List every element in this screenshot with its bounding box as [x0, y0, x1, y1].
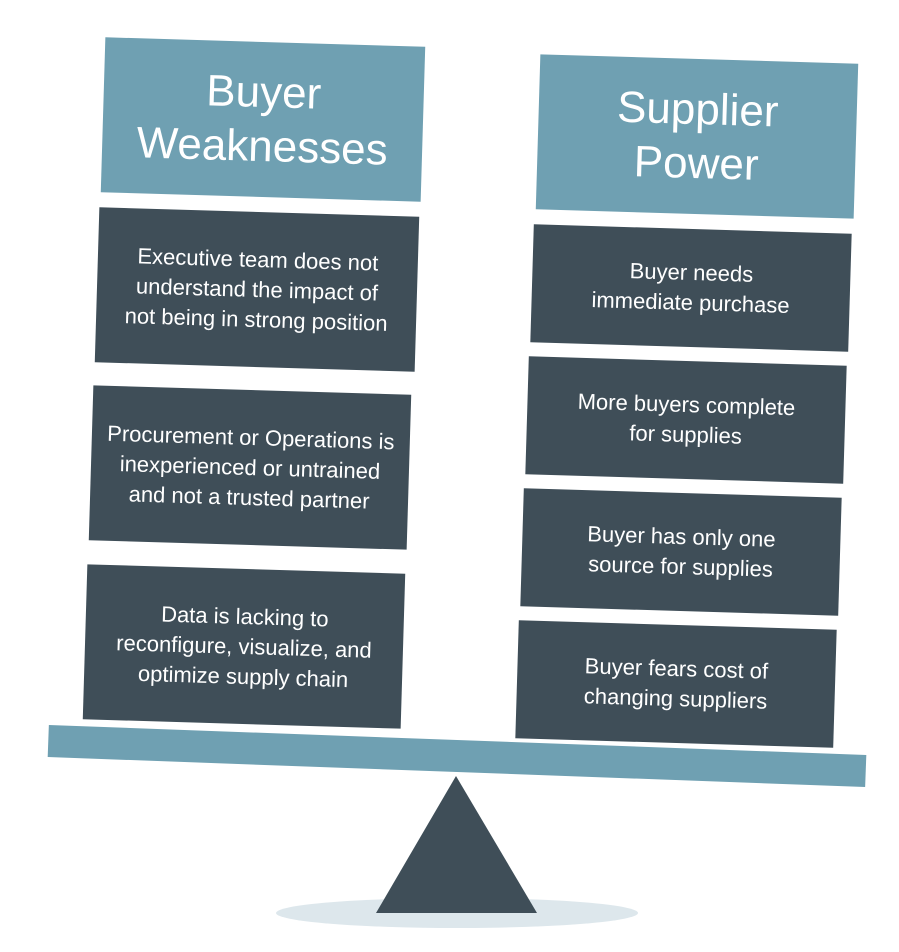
supplier-power-item: Buyer fears cost of changing suppliers — [515, 620, 837, 748]
buyer-weakness-text: Data is lacking to reconfigure, visualiz… — [115, 601, 373, 692]
supplier-power-text: Buyer fears cost of changing suppliers — [583, 653, 769, 714]
supplier-power-item: Buyer needs immediate purchase — [530, 224, 852, 352]
buyer-weakness-item: Procurement or Operations is inexperienc… — [88, 385, 412, 550]
buyer-weakness-text: Procurement or Operations is inexperienc… — [106, 420, 395, 514]
supplier-power-text: Buyer needs immediate purchase — [591, 258, 790, 318]
buyer-weakness-text: Executive team does not understand the i… — [124, 242, 388, 336]
supplier-power-item: More buyers complete for supplies — [525, 356, 847, 484]
supplier-power-text: More buyers complete for supplies — [577, 388, 796, 449]
buyer-weaknesses-header-text: Buyer Weaknesses — [135, 65, 389, 175]
buyer-weaknesses-header: Buyer Weaknesses — [100, 37, 426, 202]
buyer-weakness-item: Data is lacking to reconfigure, visualiz… — [82, 564, 406, 729]
supplier-power-text: Buyer has only one source for supplies — [586, 521, 776, 582]
supplier-power-item: Buyer has only one source for supplies — [520, 488, 842, 616]
buyer-weakness-item: Executive team does not understand the i… — [94, 207, 420, 372]
supplier-power-header-text: Supplier Power — [616, 82, 780, 190]
supplier-power-header: Supplier Power — [535, 54, 859, 219]
